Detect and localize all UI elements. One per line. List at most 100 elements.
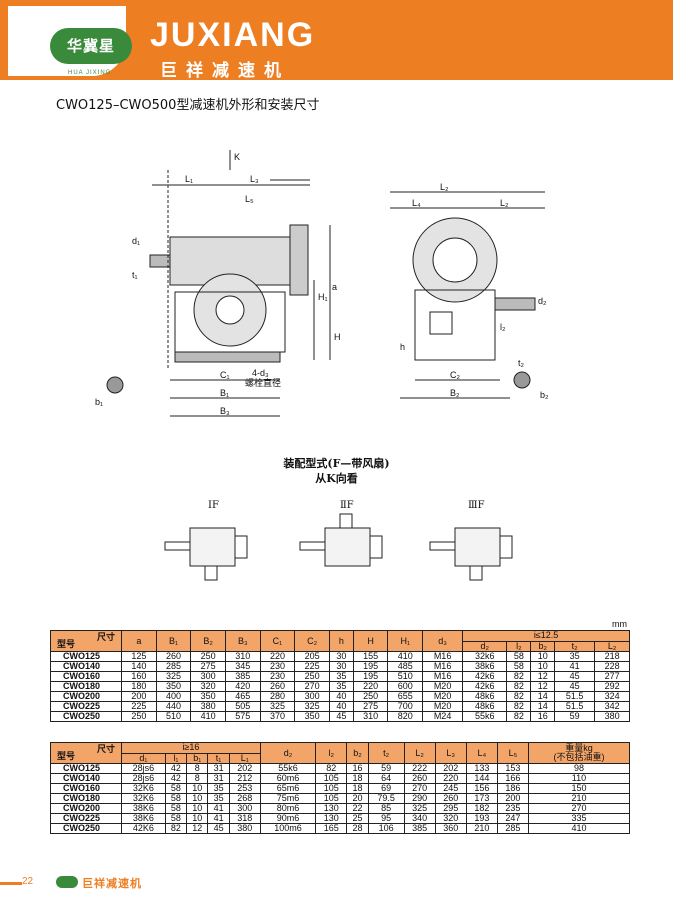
value-cell: 144 bbox=[465, 773, 498, 784]
value-cell: 105 bbox=[315, 773, 348, 784]
label-l3: L₃ bbox=[250, 174, 259, 184]
footer-bar bbox=[0, 882, 22, 885]
value-cell: 8 bbox=[186, 763, 209, 774]
value-cell: 193 bbox=[465, 813, 498, 824]
value-cell: 600 bbox=[387, 681, 424, 692]
value-cell: 133 bbox=[465, 763, 498, 774]
spec-table-1: 尺寸 型号 a B₁ B₂ B₃ C₁ C₂ h H H₁ d₃ i≤12.5 … bbox=[50, 630, 630, 722]
value-cell: 51.5 bbox=[554, 691, 596, 702]
model-cell: CWO250 bbox=[50, 711, 122, 722]
value-cell: 125 bbox=[121, 651, 157, 662]
label-b1: B₁ bbox=[220, 388, 229, 398]
value-cell: 38K6 bbox=[121, 803, 166, 814]
value-cell: 150 bbox=[527, 783, 631, 794]
value-cell: 153 bbox=[496, 763, 529, 774]
t1-h-b2: B₂ bbox=[190, 630, 226, 652]
value-cell: 300 bbox=[228, 803, 261, 814]
value-cell: 222 bbox=[403, 763, 436, 774]
value-cell: 310 bbox=[224, 651, 261, 662]
value-cell: M16 bbox=[422, 671, 464, 682]
logo-panel: 华冀星 HUA JIXING bbox=[8, 6, 132, 76]
value-cell: 79.5 bbox=[367, 793, 405, 804]
value-cell: 28js6 bbox=[121, 773, 166, 784]
value-cell: 350 bbox=[190, 691, 226, 702]
value-cell: M24 bbox=[422, 711, 464, 722]
label-h-small: h bbox=[400, 342, 405, 352]
value-cell: 235 bbox=[496, 803, 529, 814]
value-cell: 12 bbox=[530, 681, 556, 692]
assembly-variants: ⅠF ⅡF ⅢF bbox=[164, 500, 513, 581]
model-cell: CWO250 bbox=[50, 823, 122, 834]
value-cell: 16 bbox=[530, 711, 556, 722]
value-cell: 325 bbox=[155, 671, 192, 682]
t2-sub-l1: l₁ bbox=[164, 752, 188, 764]
assembly-subtitle: 从K向看 bbox=[315, 472, 358, 485]
value-cell: 10 bbox=[530, 651, 556, 662]
value-cell: 202 bbox=[434, 763, 467, 774]
value-cell: 35 bbox=[554, 651, 596, 662]
value-cell: 268 bbox=[228, 793, 261, 804]
value-cell: 42k6 bbox=[462, 681, 508, 692]
value-cell: 250 bbox=[190, 651, 226, 662]
value-cell: 295 bbox=[434, 803, 467, 814]
value-cell: 160 bbox=[121, 671, 157, 682]
t2-sub-L1: L₁ bbox=[228, 752, 261, 764]
value-cell: M20 bbox=[422, 681, 464, 692]
value-cell: 285 bbox=[496, 823, 529, 834]
value-cell: 8 bbox=[186, 773, 209, 784]
label-k: K bbox=[234, 152, 240, 162]
model-cell: CWO160 bbox=[50, 783, 122, 794]
label-t2: t₂ bbox=[518, 358, 525, 368]
value-cell: 38K6 bbox=[121, 813, 166, 824]
value-cell: 385 bbox=[224, 671, 261, 682]
logo-mark: 华冀星 bbox=[50, 28, 132, 64]
value-cell: 380 bbox=[190, 701, 226, 712]
value-cell: 380 bbox=[228, 823, 261, 834]
t1-sub-d2: d₂ bbox=[462, 640, 508, 652]
value-cell: 30 bbox=[328, 651, 354, 662]
value-cell: 20 bbox=[346, 793, 369, 804]
variant-label-2: ⅡF bbox=[340, 500, 354, 511]
t1-sub-b2: b₂ bbox=[530, 640, 556, 652]
value-cell: 18 bbox=[346, 783, 369, 794]
value-cell: 82 bbox=[164, 823, 188, 834]
value-cell: 82 bbox=[506, 691, 532, 702]
value-cell: 40 bbox=[328, 691, 354, 702]
model-cell: CWO225 bbox=[50, 701, 122, 712]
label-b2: B₂ bbox=[450, 388, 460, 398]
value-cell: 212 bbox=[228, 773, 261, 784]
dimension-drawing: K L₁ L₃ L₅ d₁ t₁ a H₁ H 4-d₃ 螺栓直径 C₁ B₁ … bbox=[95, 150, 549, 417]
t2-h-L4: L₄ bbox=[465, 742, 498, 764]
value-cell: 166 bbox=[496, 773, 529, 784]
variant-label-1: ⅠF bbox=[208, 500, 219, 511]
variant-label-3: ⅢF bbox=[468, 500, 485, 511]
label-h: H bbox=[334, 332, 341, 342]
model-cell: CWO140 bbox=[50, 773, 122, 784]
value-cell: 105 bbox=[315, 793, 348, 804]
value-cell: 95 bbox=[367, 813, 405, 824]
value-cell: 98 bbox=[527, 763, 631, 774]
value-cell: 22 bbox=[346, 803, 369, 814]
value-cell: M16 bbox=[422, 651, 464, 662]
value-cell: 182 bbox=[465, 803, 498, 814]
value-cell: 270 bbox=[527, 803, 631, 814]
value-cell: 575 bbox=[224, 711, 261, 722]
page-title: CWO125–CWO500型减速机外形和安装尺寸 bbox=[56, 98, 320, 113]
t1-h-b1: B₁ bbox=[155, 630, 192, 652]
corner-top: 尺寸 bbox=[96, 632, 115, 642]
label-l1: L₁ bbox=[185, 174, 193, 184]
footer-brand: 巨祥减速机 bbox=[82, 877, 142, 890]
model-cell: CWO180 bbox=[50, 793, 122, 804]
value-cell: 285 bbox=[155, 661, 192, 672]
value-cell: 35 bbox=[207, 793, 230, 804]
value-cell: 325 bbox=[403, 803, 436, 814]
value-cell: 12 bbox=[530, 671, 556, 682]
value-cell: 325 bbox=[294, 701, 330, 712]
unit-label: mm bbox=[612, 619, 627, 629]
